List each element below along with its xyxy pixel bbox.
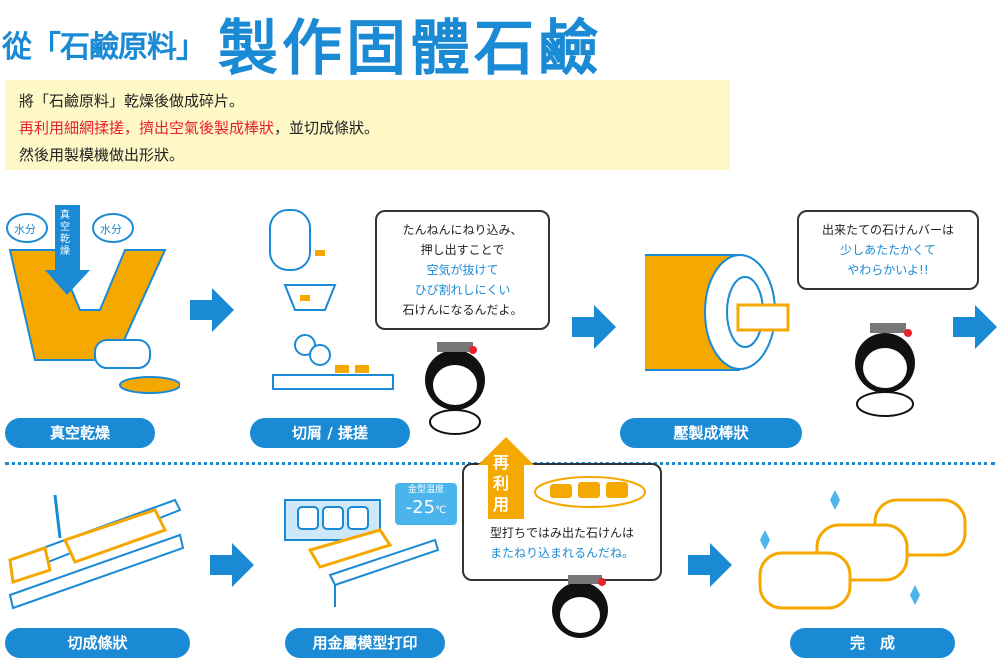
arrow-right-icon [572, 305, 616, 353]
mold-temp-unit: ℃ [435, 505, 447, 516]
mold-temp-value: -25 [405, 497, 436, 518]
water-label-2: 水分 [100, 223, 122, 236]
step-label-extrude-bar: 壓製成棒狀 [620, 418, 802, 448]
page-title: 製作固體石鹼 [218, 14, 602, 84]
intro-box: 將「石鹼原料」乾燥後做成碎片。 再利用細網揉搓，擠出空氣後製成棒狀，並切成條狀。… [5, 80, 730, 170]
step-label-metal-mold-stamp: 用金屬模型打印 [285, 628, 445, 658]
cutting-illustration [8, 494, 185, 610]
step-label-vacuum-drying: 真空乾燥 [5, 418, 155, 448]
bubble-text: 空気が抜けて [426, 263, 499, 277]
bubble-text: 石けんになるんだよ。 [402, 303, 523, 317]
bubble-text: 型打ちではみ出た石けんは [489, 526, 634, 540]
mold-temp-label: 金型温度 [407, 485, 444, 495]
step-label-complete: 完 成 [790, 628, 955, 658]
bubble-text: 少しあたたかくて [840, 243, 936, 257]
subtitle: 從「石鹼原料」 [2, 30, 206, 65]
intro-highlight: 再利用細網揉搓，擠出空氣後製成棒狀 [19, 119, 275, 137]
mascot-character [425, 342, 485, 435]
water-label-1: 水分 [14, 223, 36, 236]
speech-bubble-warm: 出来たての石けんバーは 少しあたたかくて やわらかいよ!! [797, 210, 979, 290]
mascot-character [855, 323, 915, 417]
intro-line-2: 再利用細網揉搓，擠出空氣後製成棒狀，並切成條狀。 [19, 115, 716, 142]
finished-soap-illustration [758, 490, 967, 610]
arrow-right-icon [688, 543, 732, 591]
vacuum-label: 真空乾燥 [60, 210, 70, 257]
excess-soap-illustration [534, 476, 646, 508]
bubble-text: 出来たての石けんバーは [821, 223, 954, 237]
vacuum-dryer-illustration [6, 205, 180, 394]
bubble-text: 押し出すことで [420, 243, 505, 257]
reuse-arrow-icon [478, 437, 534, 519]
bubble-text: またねり込まれるんだね。 [489, 546, 634, 560]
extruder-illustration [645, 254, 790, 371]
reuse-label: 再利用 [493, 453, 510, 514]
arrow-right-icon [210, 543, 254, 591]
intro-line-2-rest: ，並切成條狀。 [274, 119, 380, 137]
speech-bubble-kneading: たんねんにねり込み、 押し出すことで 空気が抜けて ひび割れしにくい 石けんにな… [375, 210, 550, 330]
mascot-character [552, 575, 608, 638]
bubble-text: たんねんにねり込み、 [402, 223, 523, 237]
bubble-text: やわらかいよ!! [847, 263, 929, 277]
shredder-illustration [269, 209, 394, 390]
step-label-cut-bars: 切成條狀 [5, 628, 190, 658]
mold-temp-badge: 金型温度 -25℃ [395, 483, 457, 525]
arrow-right-icon [953, 305, 997, 353]
stamping-illustration [284, 499, 440, 607]
intro-line-3: 然後用製模機做出形狀。 [19, 146, 185, 164]
intro-line-1: 將「石鹼原料」乾燥後做成碎片。 [19, 92, 245, 110]
arrow-right-icon [190, 288, 234, 336]
bubble-text: ひび割れしにくい [414, 283, 511, 297]
step-label-shred-knead: 切屑 / 揉搓 [250, 418, 410, 448]
